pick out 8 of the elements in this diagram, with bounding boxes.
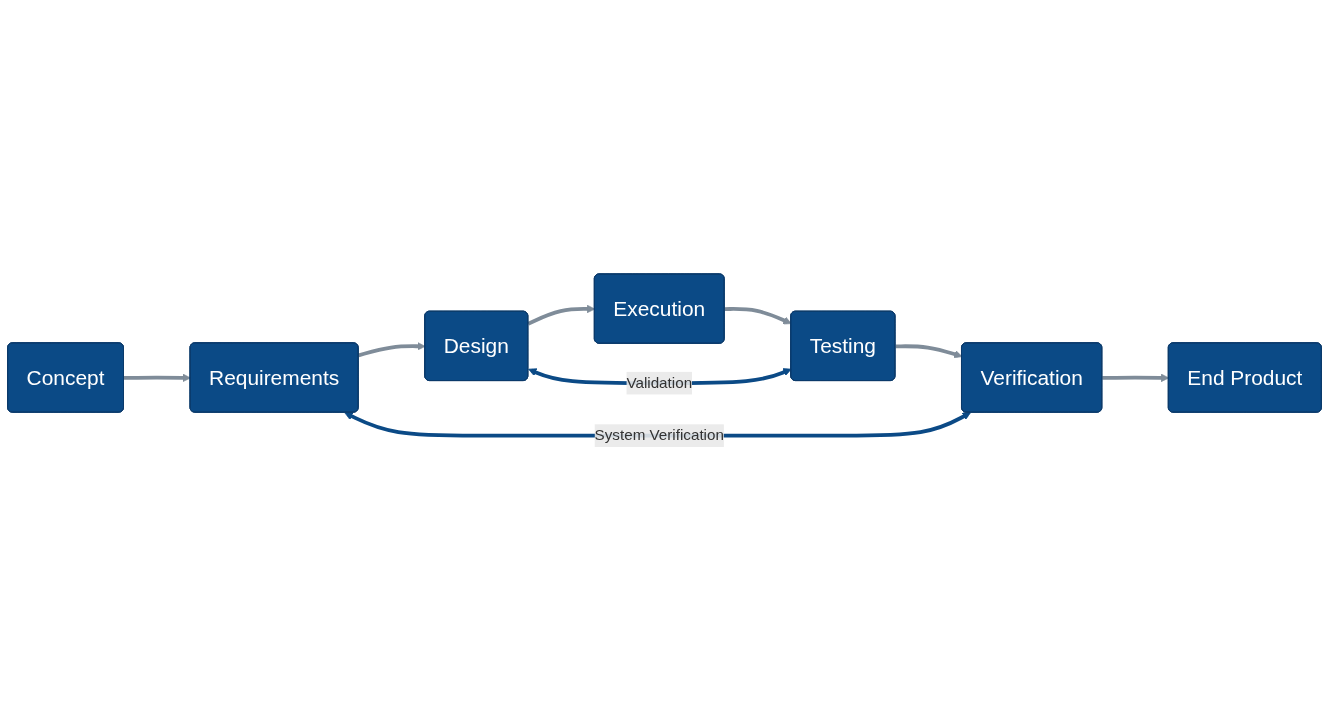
- arrow: [895, 344, 963, 359]
- edge-label: Validation: [626, 374, 693, 391]
- arrow: [527, 304, 596, 326]
- arrow: [724, 307, 792, 325]
- edge-label: System Verification: [594, 427, 724, 444]
- arrow: [123, 373, 191, 383]
- arrow: [358, 342, 426, 358]
- arrow: [1102, 373, 1170, 383]
